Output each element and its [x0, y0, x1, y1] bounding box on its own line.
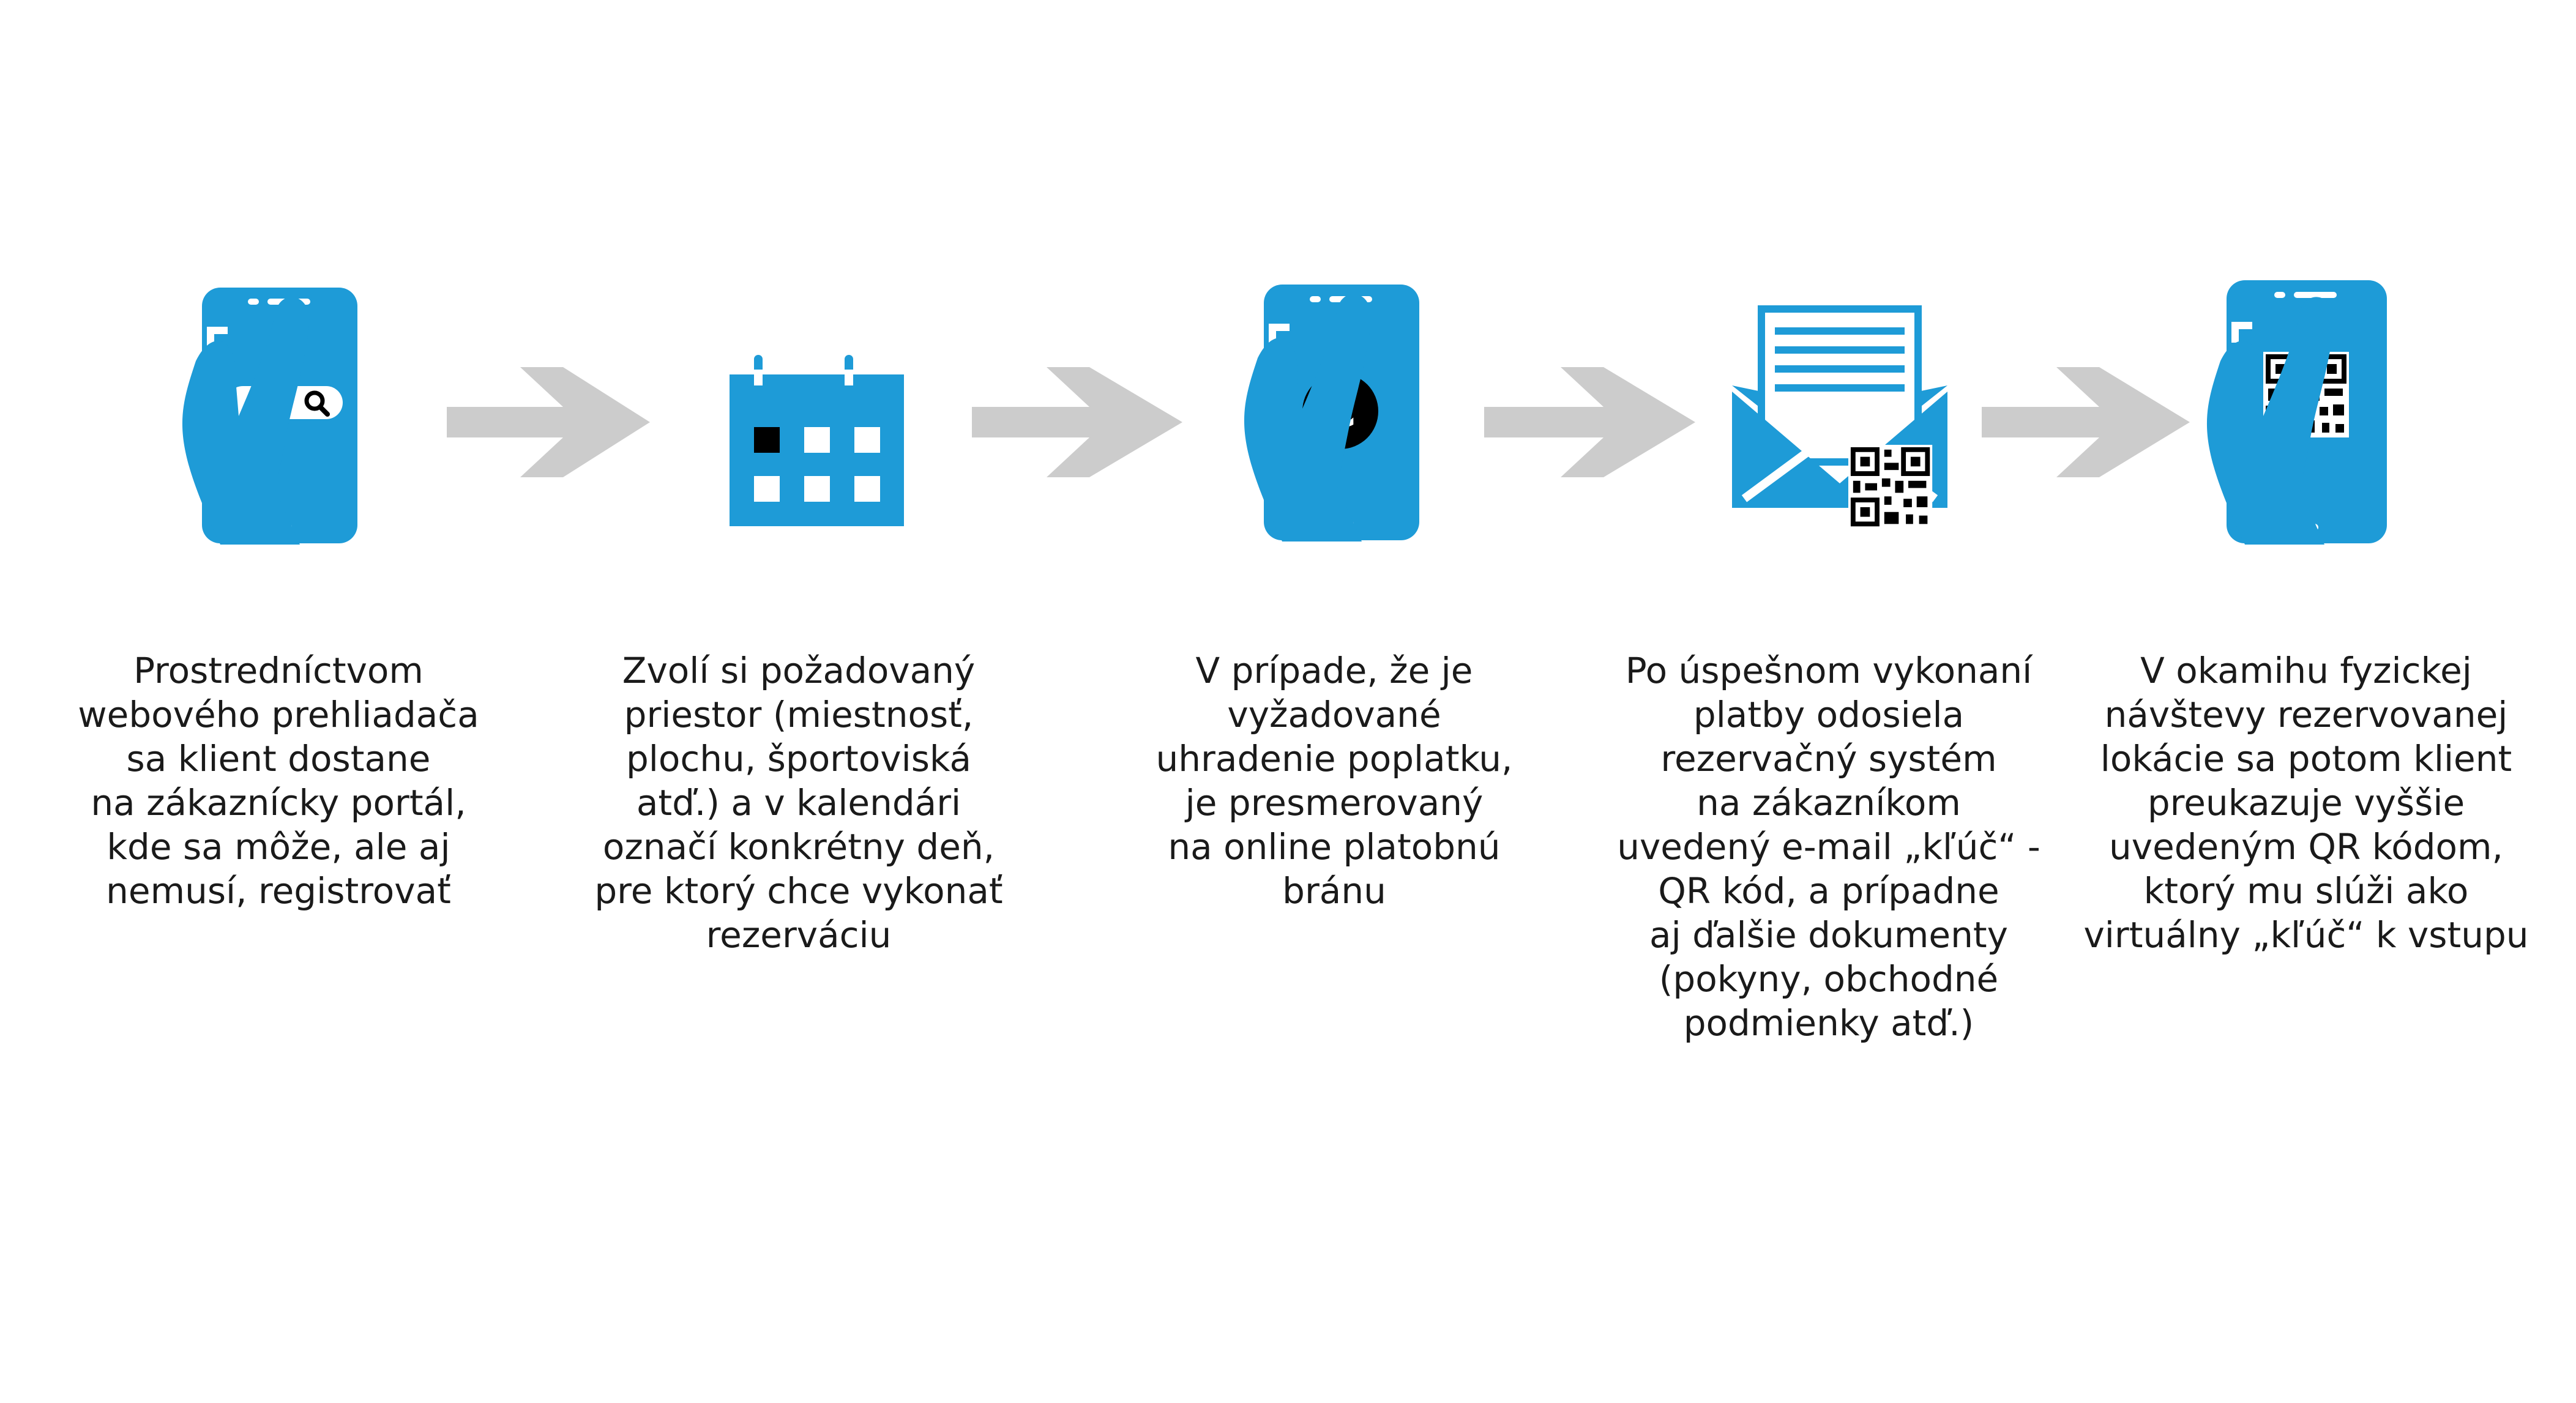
- arrow-3: [1484, 367, 1695, 477]
- caption-line: pre ktorý chce vykonať: [594, 870, 1003, 912]
- caption-line: podmienky atď.): [1683, 1002, 1974, 1044]
- caption-line: (pokyny, obchodné: [1659, 958, 1999, 1000]
- caption-line: je presmerovaný: [1185, 782, 1484, 824]
- caption-line: na zákaznícky portál,: [91, 782, 466, 824]
- step-1-caption: Prostredníctvom webového prehliadača sa …: [46, 649, 511, 913]
- caption-line: ktorý mu slúži ako: [2143, 870, 2469, 912]
- caption-line: V okamihu fyzickej: [2140, 650, 2472, 691]
- caption-line: rezerváciu: [706, 914, 892, 956]
- caption-line: QR kód, a prípadne: [1658, 870, 1999, 912]
- step-4-icon: [1732, 305, 1947, 529]
- step-5-icon: [2206, 280, 2387, 545]
- caption-line: lokácie sa potom klient: [2100, 738, 2512, 780]
- caption-line: atď.) a v kalendári: [636, 782, 961, 824]
- caption-line: kde sa môže, ale aj: [106, 826, 450, 868]
- caption-line: uvedeným QR kódom,: [2109, 826, 2503, 868]
- caption-line: nemusí, registrovať: [106, 870, 451, 912]
- caption-line: webového prehliadača: [78, 694, 479, 735]
- step-3-icon: €: [1244, 285, 1419, 541]
- caption-line: označí konkrétny deň,: [602, 826, 995, 868]
- caption-line: plochu, športoviská: [625, 738, 972, 780]
- caption-line: na online platobnú: [1168, 826, 1501, 868]
- caption-line: platby odosiela: [1693, 694, 1965, 735]
- arrow-2: [972, 367, 1182, 477]
- caption-line: vyžadované: [1227, 694, 1441, 735]
- step-5-caption: V okamihu fyzickej návštevy rezervovanej…: [2074, 649, 2539, 957]
- caption-line: priestor (miestnosť,: [624, 694, 974, 735]
- caption-line: uhradenie poplatku,: [1155, 738, 1513, 780]
- step-1-icon: [182, 288, 357, 545]
- caption-line: Zvolí si požadovaný: [622, 650, 976, 691]
- step-4-caption: Po úspešnom vykonaní platby odosiela rez…: [1596, 649, 2061, 1045]
- arrow-4: [1982, 367, 2190, 477]
- step-3-caption: V prípade, že je vyžadované uhradenie po…: [1102, 649, 1567, 913]
- caption-line: aj ďalšie dokumenty: [1649, 914, 2008, 956]
- caption-line: Po úspešnom vykonaní: [1625, 650, 2033, 691]
- caption-line: virtuálny „kľúč“ k vstupu: [2083, 914, 2529, 956]
- caption-line: sa klient dostane: [126, 738, 431, 780]
- search-icon: [304, 390, 330, 417]
- caption-line: uvedený e-mail „kľúč“ -: [1617, 826, 2040, 868]
- caption-line: preukazuje vyššie: [2147, 782, 2465, 824]
- step-2-caption: Zvolí si požadovaný priestor (miestnosť,…: [566, 649, 1031, 957]
- calendar-icon: [730, 355, 904, 526]
- caption-line: bránu: [1282, 870, 1386, 912]
- qr-code-icon: [1848, 445, 1932, 529]
- caption-line: V prípade, že je: [1195, 650, 1473, 691]
- caption-line: návštevy rezervovanej: [2104, 694, 2508, 735]
- arrow-1: [447, 367, 650, 477]
- caption-line: na zákazníkom: [1697, 782, 1961, 824]
- caption-line: rezervačný systém: [1660, 738, 1997, 780]
- step-2-icon: [730, 355, 904, 526]
- caption-line: Prostredníctvom: [133, 650, 424, 691]
